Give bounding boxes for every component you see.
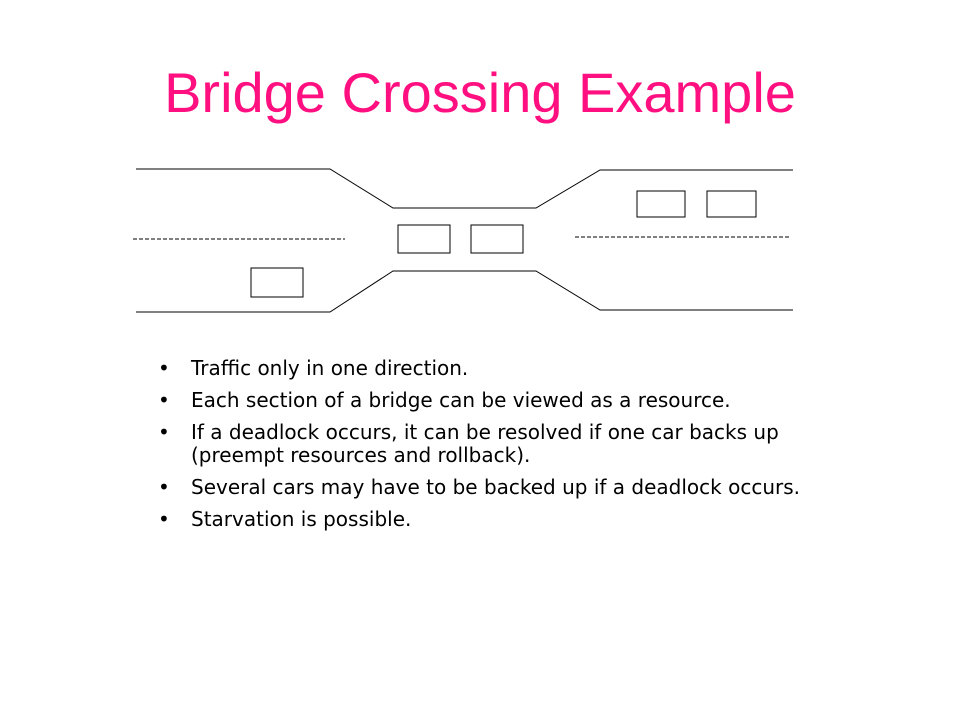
bullet-item: Traffic only in one direction. — [158, 357, 848, 381]
car-bridge-2 — [470, 224, 524, 254]
road-upper-edge — [136, 168, 793, 209]
bullet-list: Traffic only in one direction. Each sect… — [158, 357, 848, 540]
road-lower-edge — [136, 270, 793, 313]
slide-title: Bridge Crossing Example — [164, 61, 796, 124]
car-left-lower — [250, 267, 304, 298]
car-right-upper-1 — [636, 190, 686, 218]
bullet-item: Several cars may have to be backed up if… — [158, 476, 848, 500]
car-right-upper-2 — [706, 190, 757, 218]
bullet-item: If a deadlock occurs, it can be resolved… — [158, 421, 848, 467]
bullet-item: Starvation is possible. — [158, 508, 848, 532]
car-bridge-1 — [397, 224, 451, 254]
bullet-item: Each section of a bridge can be viewed a… — [158, 389, 848, 413]
